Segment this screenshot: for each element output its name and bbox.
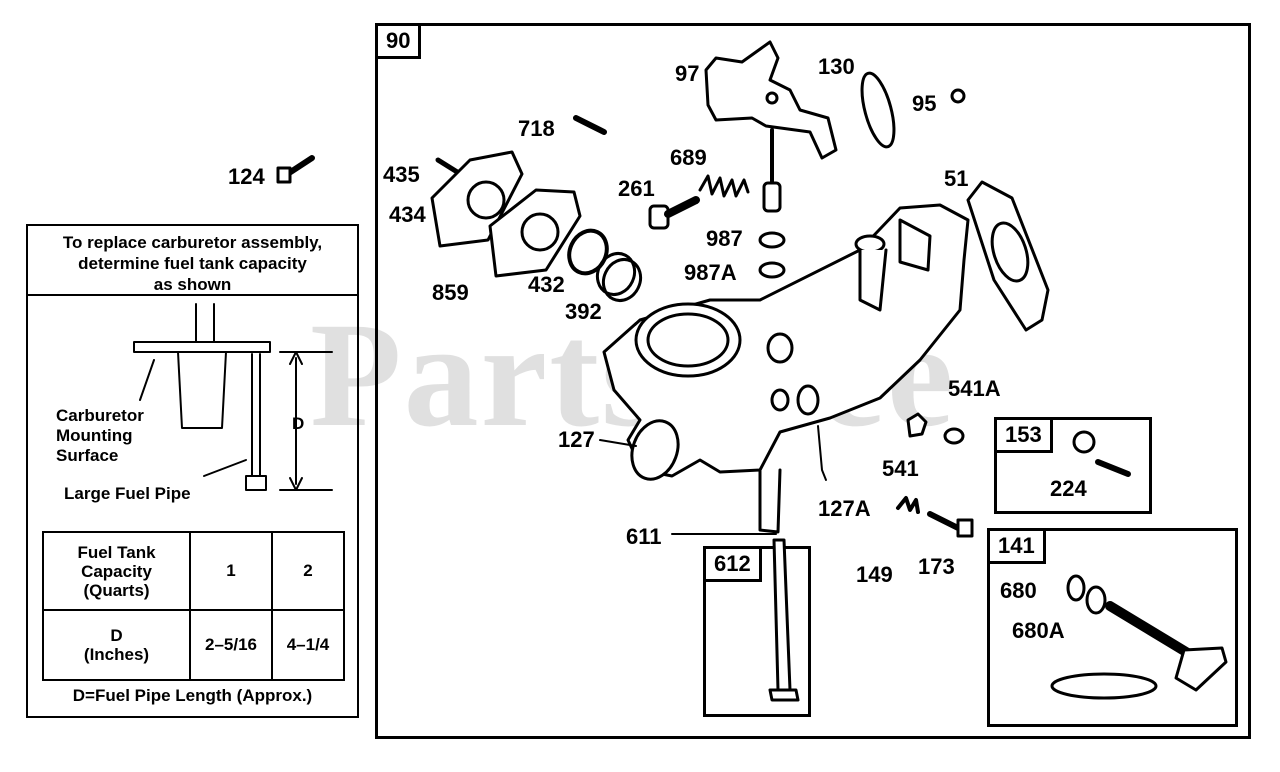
callout-95[interactable]: 95 xyxy=(912,91,937,116)
shaft-141-part xyxy=(1105,601,1201,663)
carburetor-body-part xyxy=(602,203,970,534)
callout-261[interactable]: 261 xyxy=(618,176,655,201)
callout-987[interactable]: 987 xyxy=(706,226,743,251)
callout-718[interactable]: 718 xyxy=(518,116,555,141)
assembly-box-90: 90 xyxy=(375,23,1251,739)
kit-box-141: 141 xyxy=(987,528,1238,727)
table-header-label: Fuel Tank Capacity (Quarts) xyxy=(42,531,191,611)
callout-680A[interactable]: 680A xyxy=(1012,618,1065,643)
bushing-153-part xyxy=(1072,430,1096,454)
callout-392[interactable]: 392 xyxy=(565,299,602,324)
fuel-tank-info-panel: To replace carburetor assembly, determin… xyxy=(26,224,359,718)
callout-127[interactable]: 127 xyxy=(558,427,595,452)
callout-859[interactable]: 859 xyxy=(432,280,469,305)
table-cell-capacity-2: 2 xyxy=(271,531,345,611)
spring-689-part xyxy=(698,174,750,198)
linkage-weight-part xyxy=(762,181,782,213)
callout-434[interactable]: 434 xyxy=(389,202,426,227)
kit-box-612-tag[interactable]: 612 xyxy=(706,549,762,582)
callout-435[interactable]: 435 xyxy=(383,162,420,187)
callout-149[interactable]: 149 xyxy=(856,562,893,587)
callout-127A[interactable]: 127A xyxy=(818,496,871,521)
kit-box-141-tag[interactable]: 141 xyxy=(990,531,1046,564)
callout-987A[interactable]: 987A xyxy=(684,260,737,285)
gasket-51-part xyxy=(966,180,1050,332)
label-dimension-d: D xyxy=(292,414,305,433)
callout-541A[interactable]: 541A xyxy=(948,376,1001,401)
bracket-97-part xyxy=(704,40,838,160)
callout-541[interactable]: 541 xyxy=(882,456,919,481)
screw-261-shank xyxy=(664,196,700,218)
kit-box-612: 612 xyxy=(703,546,811,717)
spring-149-part xyxy=(896,496,920,514)
fuel-pipe-note: D=Fuel Pipe Length (Approx.) xyxy=(72,686,313,705)
table-cell-d-1: 2–5/16 xyxy=(189,609,273,681)
pin-718-part xyxy=(573,115,607,135)
callout-173[interactable]: 173 xyxy=(918,554,955,579)
plate-859-hole xyxy=(520,212,560,252)
callout-130[interactable]: 130 xyxy=(818,54,855,79)
info-diagram xyxy=(133,303,333,491)
kit-box-153-tag[interactable]: 153 xyxy=(997,420,1053,453)
callout-689[interactable]: 689 xyxy=(670,145,707,170)
label-large-fuel-pipe: Large Fuel Pipe xyxy=(64,484,191,503)
callout-124[interactable]: 124 xyxy=(228,164,265,189)
plate-859-part xyxy=(488,188,582,278)
table-cell-capacity-1: 1 xyxy=(189,531,273,611)
nut-541-part xyxy=(906,412,928,438)
assembly-box-90-tag[interactable]: 90 xyxy=(378,26,422,59)
callout-224[interactable]: 224 xyxy=(1050,476,1087,501)
plate-141-part xyxy=(1050,672,1158,700)
gasket-434-hole xyxy=(466,180,506,220)
carburetor-throat xyxy=(630,419,680,481)
callout-611[interactable]: 611 xyxy=(626,524,662,549)
washer-987A-part xyxy=(758,261,786,279)
gasket-51-hole xyxy=(990,221,1030,283)
callout-680[interactable]: 680 xyxy=(1000,578,1037,603)
screw-95-part xyxy=(950,88,966,104)
bracket-97-hole xyxy=(765,91,779,105)
screw-124-part xyxy=(276,155,315,184)
callout-97[interactable]: 97 xyxy=(675,61,700,86)
clip-127A-part xyxy=(817,425,827,481)
fuel-pipe-612-part xyxy=(772,538,792,692)
screw-224-part xyxy=(1095,459,1131,477)
leader-127 xyxy=(599,439,637,447)
label-carburetor-mounting-surface: Carburetor Mounting Surface xyxy=(56,406,144,465)
table-row-label: D (Inches) xyxy=(42,609,191,681)
fuel-capacity-table: Fuel Tank Capacity (Quarts) 1 2 D (Inche… xyxy=(42,531,345,681)
info-title-line-3: as shown xyxy=(153,275,232,294)
gasket-434-part xyxy=(430,150,524,248)
washer-680A-part xyxy=(1085,585,1107,615)
washer-541A-part xyxy=(943,427,965,445)
lever-141-part xyxy=(1174,646,1228,692)
callout-432[interactable]: 432 xyxy=(528,272,565,297)
callout-51[interactable]: 51 xyxy=(944,166,969,191)
info-title-line-2: determine fuel tank capacity xyxy=(78,254,307,273)
washer-680-part xyxy=(1066,574,1086,602)
info-panel-title: To replace carburetor assembly, determin… xyxy=(28,226,357,296)
info-title-line-1: To replace carburetor assembly, xyxy=(62,233,323,252)
disk-130-part xyxy=(860,71,896,149)
kit-box-153: 153 xyxy=(994,417,1152,514)
table-cell-d-2: 4–1/4 xyxy=(271,609,345,681)
screw-261-head xyxy=(648,204,670,230)
washer-987-part xyxy=(758,231,786,249)
